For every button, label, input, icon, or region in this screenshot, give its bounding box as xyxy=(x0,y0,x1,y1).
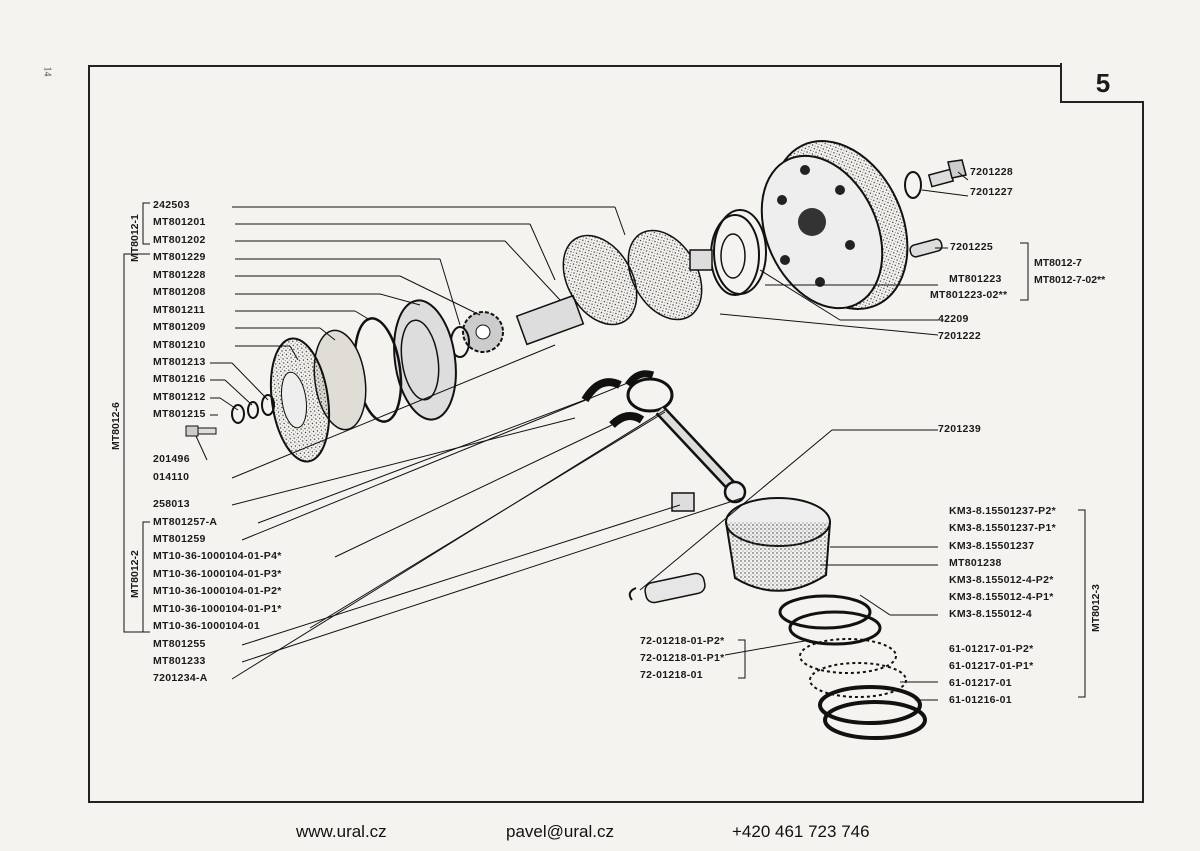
main-bearing xyxy=(710,209,767,296)
group-MT8012-7: MT8012-7 xyxy=(1034,257,1082,269)
label-72-01218-01: 72-01218-01 xyxy=(640,669,703,681)
label-KM3-8.155012-4-P2: KM3-8.155012-4-P2* xyxy=(949,574,1054,586)
label-61-01217-01: 61-01217-01 xyxy=(949,677,1012,689)
label-MT10: MT10-36-1000104-01 xyxy=(153,620,260,632)
label-7201227: 7201227 xyxy=(970,186,1013,198)
footer-phone: +420 461 723 746 xyxy=(732,822,870,841)
footer-email[interactable]: pavel@ural.cz xyxy=(506,822,614,841)
label-MT801255: MT801255 xyxy=(153,638,206,650)
flywheel-bolt xyxy=(904,159,967,199)
label-MT801233: MT801233 xyxy=(153,655,206,667)
piston-pin xyxy=(644,572,706,604)
label-KM3-8.155012-4: KM3-8.155012-4 xyxy=(949,608,1032,620)
label-KM3-8.15501237-P1: KM3-8.15501237-P1* xyxy=(949,522,1056,534)
label-7201228: 7201228 xyxy=(970,166,1013,178)
figure-frame xyxy=(88,65,1144,803)
label-MT10-P4: MT10-36-1000104-01-P4* xyxy=(153,550,282,562)
label-KM3-8.155012-4-P1: KM3-8.155012-4-P1* xyxy=(949,591,1054,603)
small-end-bush xyxy=(671,492,695,512)
label-242503: 242503 xyxy=(153,199,190,211)
group-MT8012-1: MT8012-1 xyxy=(129,214,141,262)
label-MT801215: MT801215 xyxy=(153,408,206,420)
label-MT801212: MT801212 xyxy=(153,391,206,403)
group-MT8012-3: MT8012-3 xyxy=(1090,584,1102,632)
label-MT801210: MT801210 xyxy=(153,339,206,351)
pulley-disc xyxy=(393,299,457,421)
label-MT10-P3: MT10-36-1000104-01-P3* xyxy=(153,568,282,580)
label-MT10-P1: MT10-36-1000104-01-P1* xyxy=(153,603,282,615)
label-MT801238: MT801238 xyxy=(949,557,1002,569)
label-7201239: 7201239 xyxy=(938,423,981,435)
label-61-01216-01: 61-01216-01 xyxy=(949,694,1012,706)
bearing-shell-lower xyxy=(609,412,645,428)
group-MT8012-7-02: MT8012-7-02** xyxy=(1034,274,1106,286)
label-MT801259: MT801259 xyxy=(153,533,206,545)
label-MT801229: MT801229 xyxy=(153,251,206,263)
label-MT801201: MT801201 xyxy=(153,216,206,228)
label-MT801209: MT801209 xyxy=(153,321,206,333)
label-61-01217-01-P2: 61-01217-01-P2* xyxy=(949,643,1034,655)
piston xyxy=(725,497,831,592)
figure-number: 5 xyxy=(1060,63,1144,103)
crankshaft xyxy=(515,229,713,346)
label-MT801257-A: MT801257-A xyxy=(153,516,218,528)
label-7201222: 7201222 xyxy=(938,330,981,342)
label-7201234-A: 7201234-A xyxy=(153,672,208,684)
bearing-shell-rod xyxy=(625,370,655,388)
circlip xyxy=(628,587,637,601)
label-KM3-8.15501237: KM3-8.15501237 xyxy=(949,540,1035,552)
group-MT8012-6: MT8012-6 xyxy=(110,402,122,450)
group-MT8012-2: MT8012-2 xyxy=(129,550,141,598)
label-201496: 201496 xyxy=(153,453,190,465)
label-MT801223: MT801223 xyxy=(949,273,1002,285)
label-MT801211: MT801211 xyxy=(153,304,206,316)
dowel-pin xyxy=(909,238,943,258)
label-MT801208: MT801208 xyxy=(153,286,206,298)
label-7201225: 7201225 xyxy=(950,241,993,253)
label-MT10-P2: MT10-36-1000104-01-P2* xyxy=(153,585,282,597)
bolt-201496 xyxy=(185,425,217,437)
label-72-01218-01-P2: 72-01218-01-P2* xyxy=(640,635,725,647)
label-42209: 42209 xyxy=(938,313,969,325)
label-258013: 258013 xyxy=(153,498,190,510)
washer xyxy=(231,404,245,424)
timing-gear xyxy=(462,311,504,353)
leader-lines xyxy=(195,171,969,701)
label-72-01218-01-P1: 72-01218-01-P1* xyxy=(640,652,725,664)
piston-rings xyxy=(778,594,927,740)
label-014110: 014110 xyxy=(153,471,190,483)
label-MT801228: MT801228 xyxy=(153,269,206,281)
label-KM3-8.15501237-P2: KM3-8.15501237-P2* xyxy=(949,505,1056,517)
crank-cheek-disc xyxy=(269,337,331,463)
label-MT801223-02: MT801223-02** xyxy=(930,289,1008,301)
lock-washer xyxy=(247,401,259,419)
label-61-01217-01-P1: 61-01217-01-P1* xyxy=(949,660,1034,672)
flywheel xyxy=(760,140,909,310)
footer-website[interactable]: www.ural.cz xyxy=(296,822,387,841)
label-MT801202: MT801202 xyxy=(153,234,206,246)
nut xyxy=(261,394,275,416)
bearing-shell-upper xyxy=(581,378,622,403)
group-brackets xyxy=(123,202,1086,698)
label-MT801216: MT801216 xyxy=(153,373,206,385)
label-MT801213: MT801213 xyxy=(153,356,206,368)
connecting-rod xyxy=(626,377,747,504)
